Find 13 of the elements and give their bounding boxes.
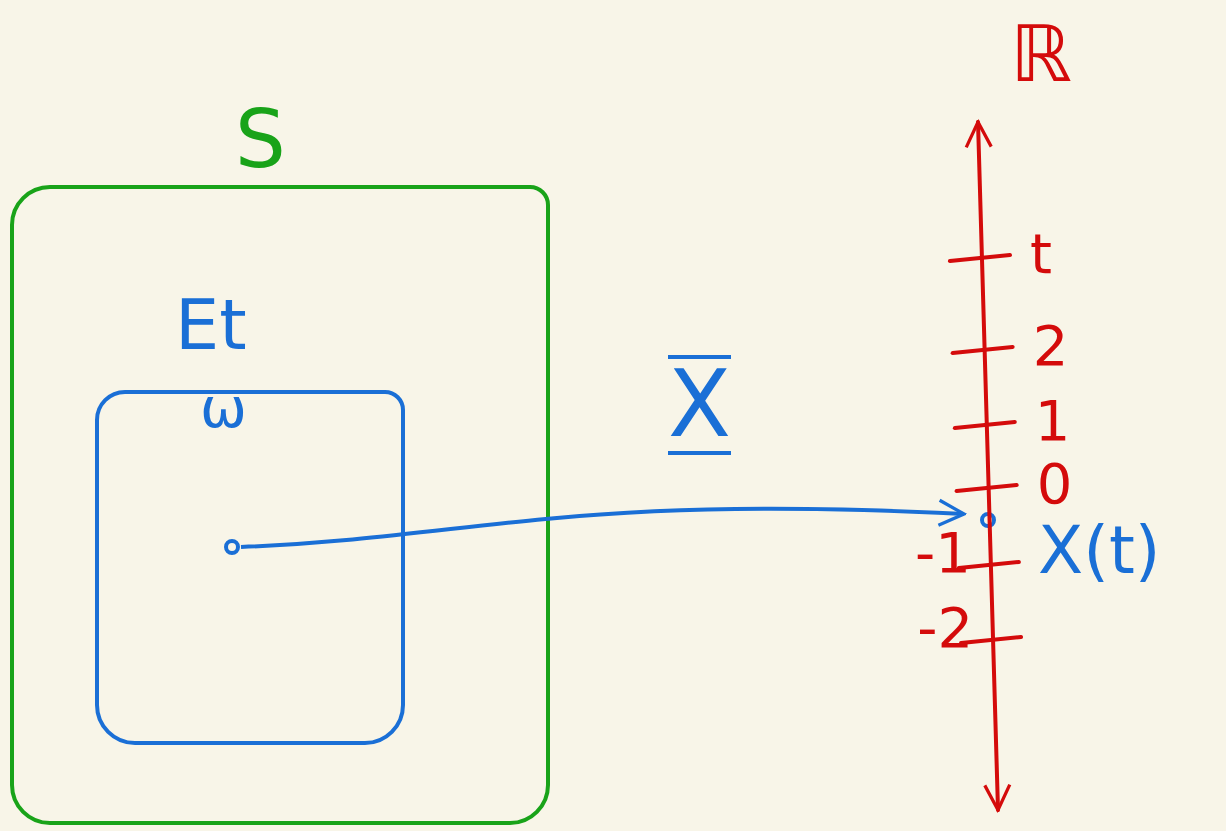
edge-label: X [668, 355, 732, 455]
axis-label: ℝ [1010, 15, 1072, 93]
subset-label: Et [175, 290, 247, 360]
tick-label: t [1029, 226, 1052, 282]
point-label: ω [200, 380, 247, 436]
set-label: S [235, 100, 286, 180]
tick-label: -1 [915, 525, 971, 581]
point-label: X(t) [1038, 518, 1161, 584]
arrow [240, 498, 966, 549]
tick-label: 1 [1034, 393, 1071, 449]
tick-label: 0 [1036, 456, 1073, 512]
tick-label: -2 [917, 600, 974, 656]
tick-label: 2 [1032, 318, 1069, 374]
